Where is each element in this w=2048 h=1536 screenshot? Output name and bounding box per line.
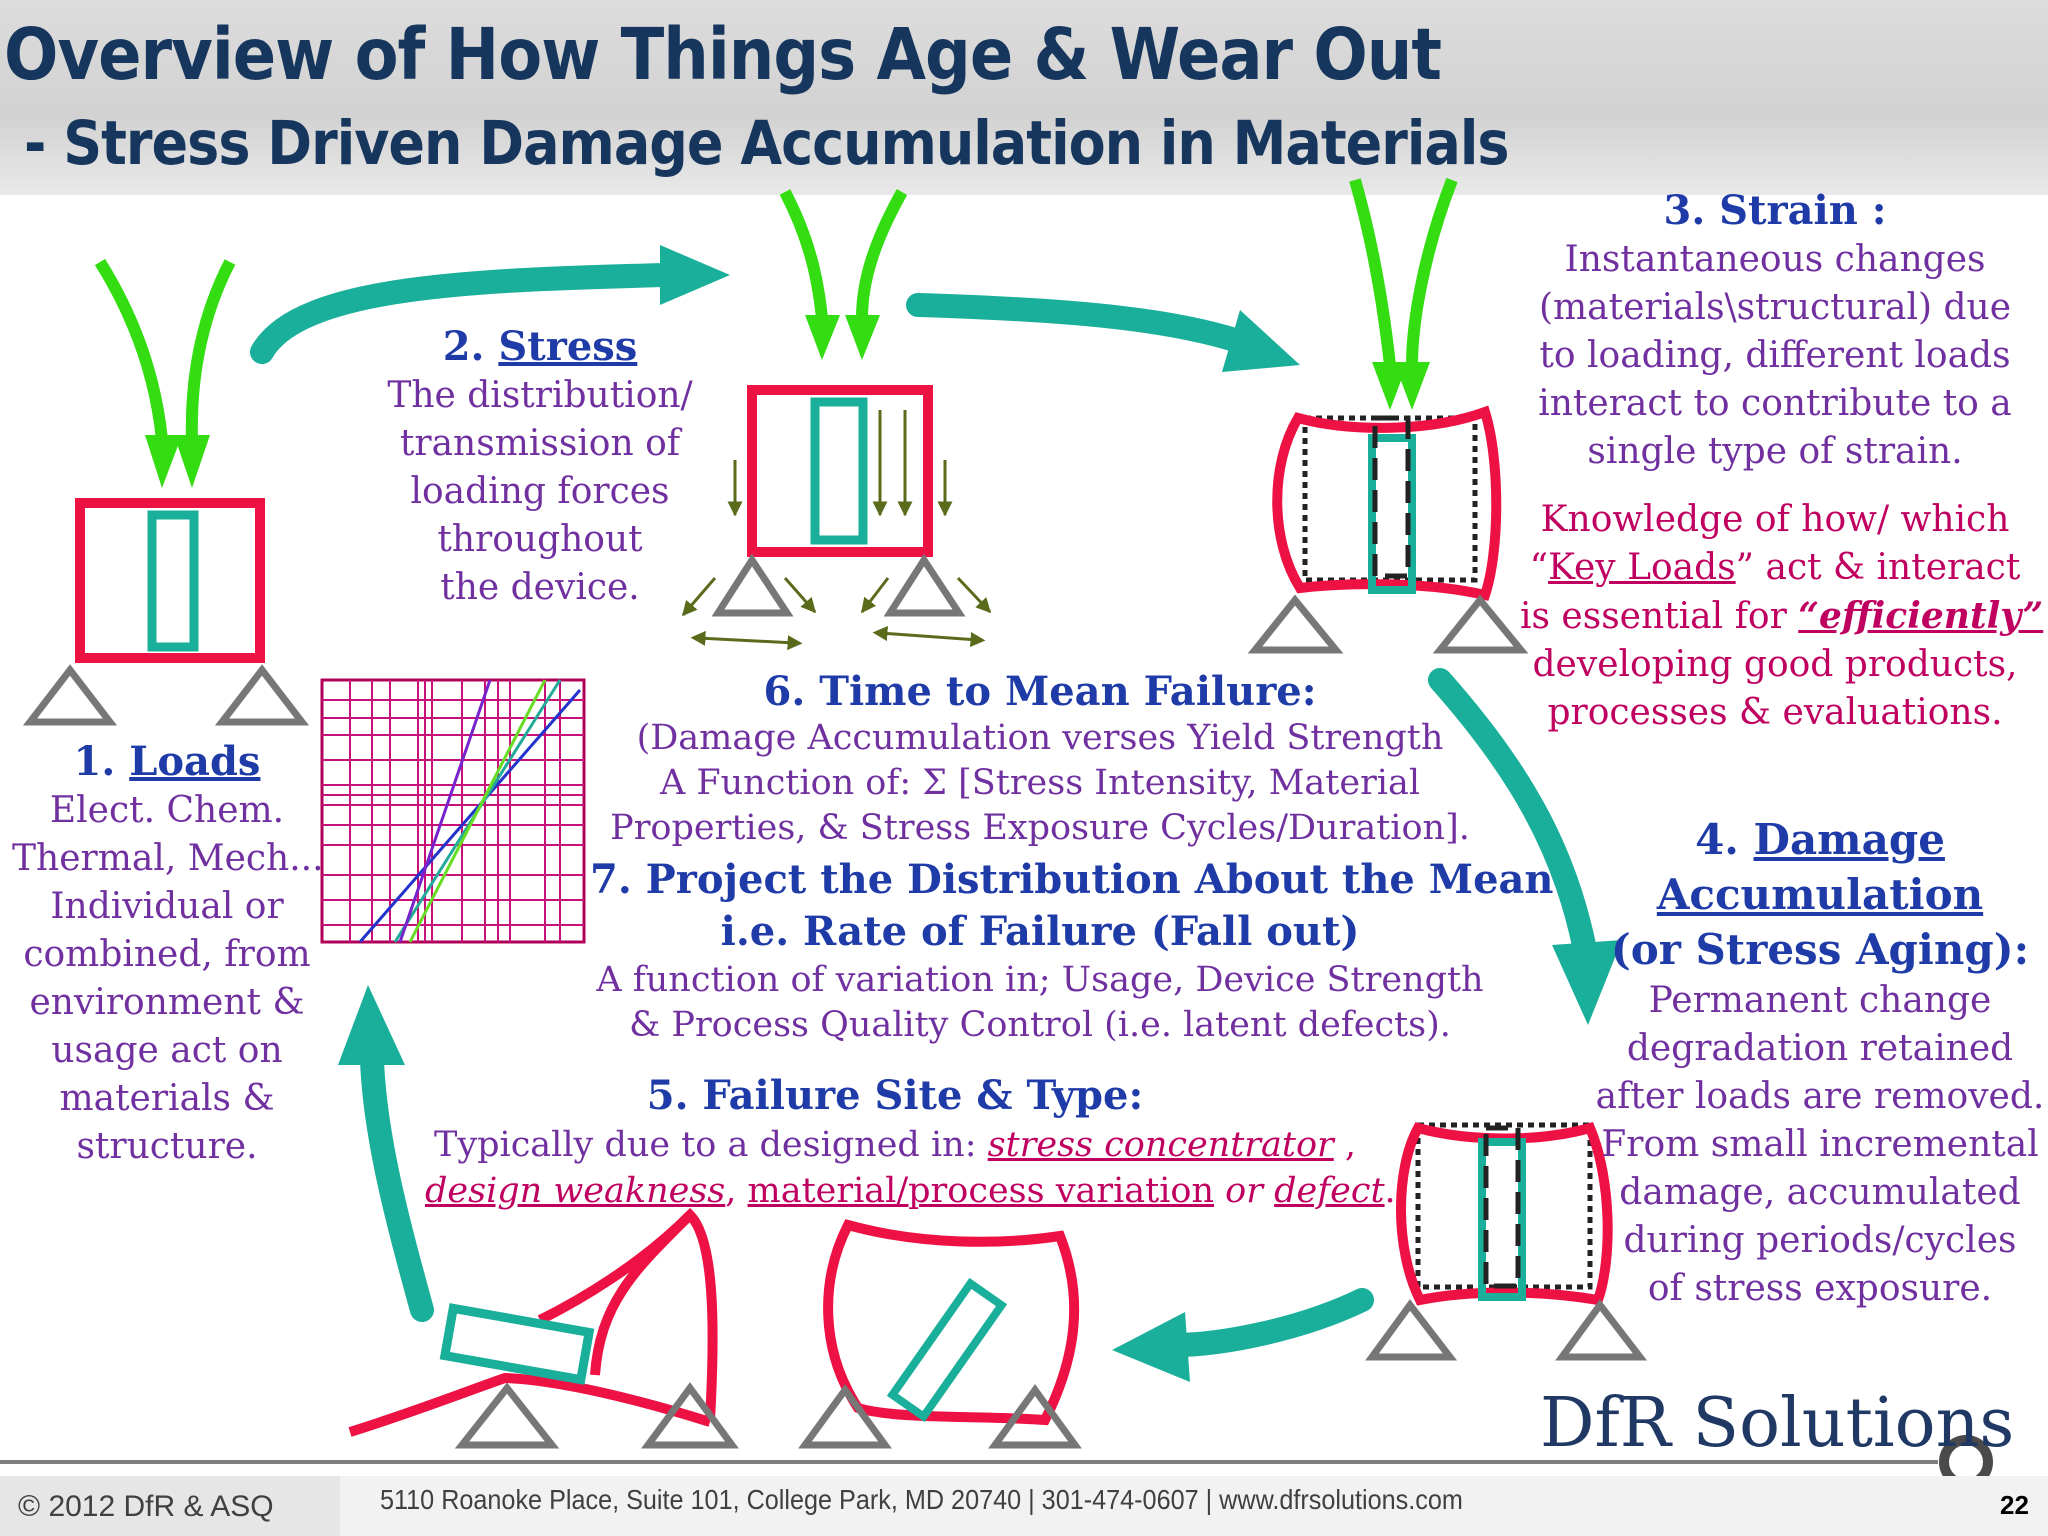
cycle-arrow-2-to-3 — [906, 293, 1300, 372]
strain-line: (materials\structural) due — [1538, 287, 2012, 328]
loads-line: Elect. Chem. — [49, 790, 285, 831]
page-number: 22 — [2000, 1490, 2029, 1520]
cycle-arrow-1-to-2 — [250, 245, 730, 364]
cycle-arrow-3-to-4 — [1428, 668, 1622, 1025]
strain-line: interact to contribute to a — [1538, 383, 2012, 424]
time-to-failure-line: A Function of: Σ [Stress Intensity, Mate… — [659, 763, 1421, 803]
damage-heading: Damage — [1753, 815, 1945, 864]
stress-line: the device. — [440, 567, 640, 608]
loads-line: environment & — [29, 982, 305, 1023]
damage-line: after loads are removed. — [1595, 1076, 2045, 1117]
time-to-failure-heading: 6. Time to Mean Failure: — [763, 668, 1317, 715]
stress-line: loading forces — [410, 471, 670, 512]
stress-line: throughout — [437, 519, 643, 560]
probability-plot-icon — [320, 678, 586, 944]
stress-line: The distribution/ — [387, 375, 693, 416]
failure-site-line: Typically due to a designed in: — [433, 1125, 988, 1165]
failure-site-heading: 5. Failure Site & Type: — [646, 1072, 1144, 1119]
distribution-heading-2: i.e. Rate of Failure (Fall out) — [720, 908, 1360, 955]
distribution-heading: 7. Project the Distribution About the Me… — [590, 856, 1554, 903]
damage-line: degradation retained — [1626, 1028, 2014, 1069]
stress-heading: Stress — [498, 323, 638, 370]
time-to-failure-line: Properties, & Stress Exposure Cycles/Dur… — [610, 808, 1470, 848]
loads-line: structure. — [76, 1126, 258, 1167]
loads-heading: Loads — [129, 738, 261, 785]
damage-line: From small incremental — [1601, 1124, 2039, 1165]
key-loads-term: Key Loads — [1548, 547, 1736, 588]
damage-line: during periods/cycles — [1623, 1220, 2017, 1261]
strain-line: to loading, different loads — [1539, 335, 2011, 376]
loads-line: materials & — [59, 1078, 275, 1119]
time-to-failure-text: 6. Time to Mean Failure: (Damage Accumul… — [590, 668, 1490, 851]
damage-line: Permanent change — [1648, 980, 1992, 1021]
strain-icon — [1247, 177, 1529, 654]
loads-line: Thermal, Mech... — [12, 838, 324, 879]
page-title: Overview of How Things Age & Wear Out — [4, 14, 1442, 97]
knowledge-line: is essential for “efficiently” — [1520, 595, 2044, 637]
defect-term: defect — [1274, 1171, 1385, 1211]
company-logo: DfR Solutions — [1540, 1384, 2015, 1463]
distribution-text: 7. Project the Distribution About the Me… — [590, 854, 1554, 1048]
damage-line: of stress exposure. — [1647, 1268, 1993, 1309]
damage-number: 4. — [1695, 815, 1754, 864]
contact-address: 5110 Roanoke Place, Suite 101, College P… — [380, 1484, 1463, 1515]
stress-line: transmission of — [399, 423, 681, 464]
design-weakness-term: design weakness — [425, 1171, 726, 1211]
loads-line: Individual or — [50, 886, 284, 927]
copyright: © 2012 DfR & ASQ — [18, 1490, 274, 1523]
knowledge-line: Knowledge of how/ which — [1540, 499, 2010, 540]
stress-number: 2. — [442, 323, 499, 370]
knowledge-line: processes & evaluations. — [1547, 692, 2003, 733]
strain-line: single type of strain. — [1587, 431, 1963, 472]
failure-site-icon — [348, 1207, 1082, 1449]
knowledge-line: “Key Loads” act & interact — [1529, 547, 2021, 588]
knowledge-line: developing good products, — [1532, 644, 2018, 685]
stress-text: 2. Stress The distribution/ transmission… — [380, 322, 700, 612]
strain-line: Instantaneous changes — [1564, 239, 1986, 280]
header-band — [0, 0, 2048, 195]
loads-line: combined, from — [23, 934, 311, 975]
loads-line: usage act on — [51, 1030, 283, 1071]
distribution-line: A function of variation in; Usage, Devic… — [596, 960, 1484, 1000]
material-variation-term: material/process variation — [747, 1171, 1215, 1211]
damage-text: 4. Damage Accumulation (or Stress Aging)… — [1595, 812, 2045, 1313]
cycle-arrow-4-to-5 — [1112, 1288, 1374, 1382]
damage-icon — [1365, 1121, 1648, 1361]
loads-number: 1. — [73, 738, 130, 785]
efficiently-term: “efficiently” — [1798, 595, 2044, 637]
footer — [0, 1476, 2048, 1536]
stress-concentrator-term: stress concentrator — [987, 1125, 1334, 1165]
failure-site-text: 5. Failure Site & Type: Typically due to… — [425, 1072, 1396, 1211]
strain-heading: 3. Strain : — [1663, 187, 1887, 234]
cycle-arrow-5-to-1 — [338, 985, 434, 1322]
loads-icon — [22, 258, 310, 726]
strain-text: 3. Strain : Instantaneous changes (mater… — [1520, 186, 2044, 737]
stress-icon — [681, 189, 992, 651]
damage-line: damage, accumulated — [1619, 1172, 2021, 1213]
damage-heading-3: (or Stress Aging): — [1610, 925, 2030, 974]
distribution-line: & Process Quality Control (i.e. latent d… — [629, 1005, 1451, 1045]
time-to-failure-line: (Damage Accumulation verses Yield Streng… — [636, 718, 1444, 758]
loads-text: 1. Loads Elect. Chem. Thermal, Mech... I… — [12, 737, 324, 1171]
damage-heading-2: Accumulation — [1656, 870, 1984, 919]
footer-left-panel — [0, 1476, 340, 1536]
page-subtitle: - Stress Driven Damage Accumulation in M… — [24, 108, 1510, 179]
